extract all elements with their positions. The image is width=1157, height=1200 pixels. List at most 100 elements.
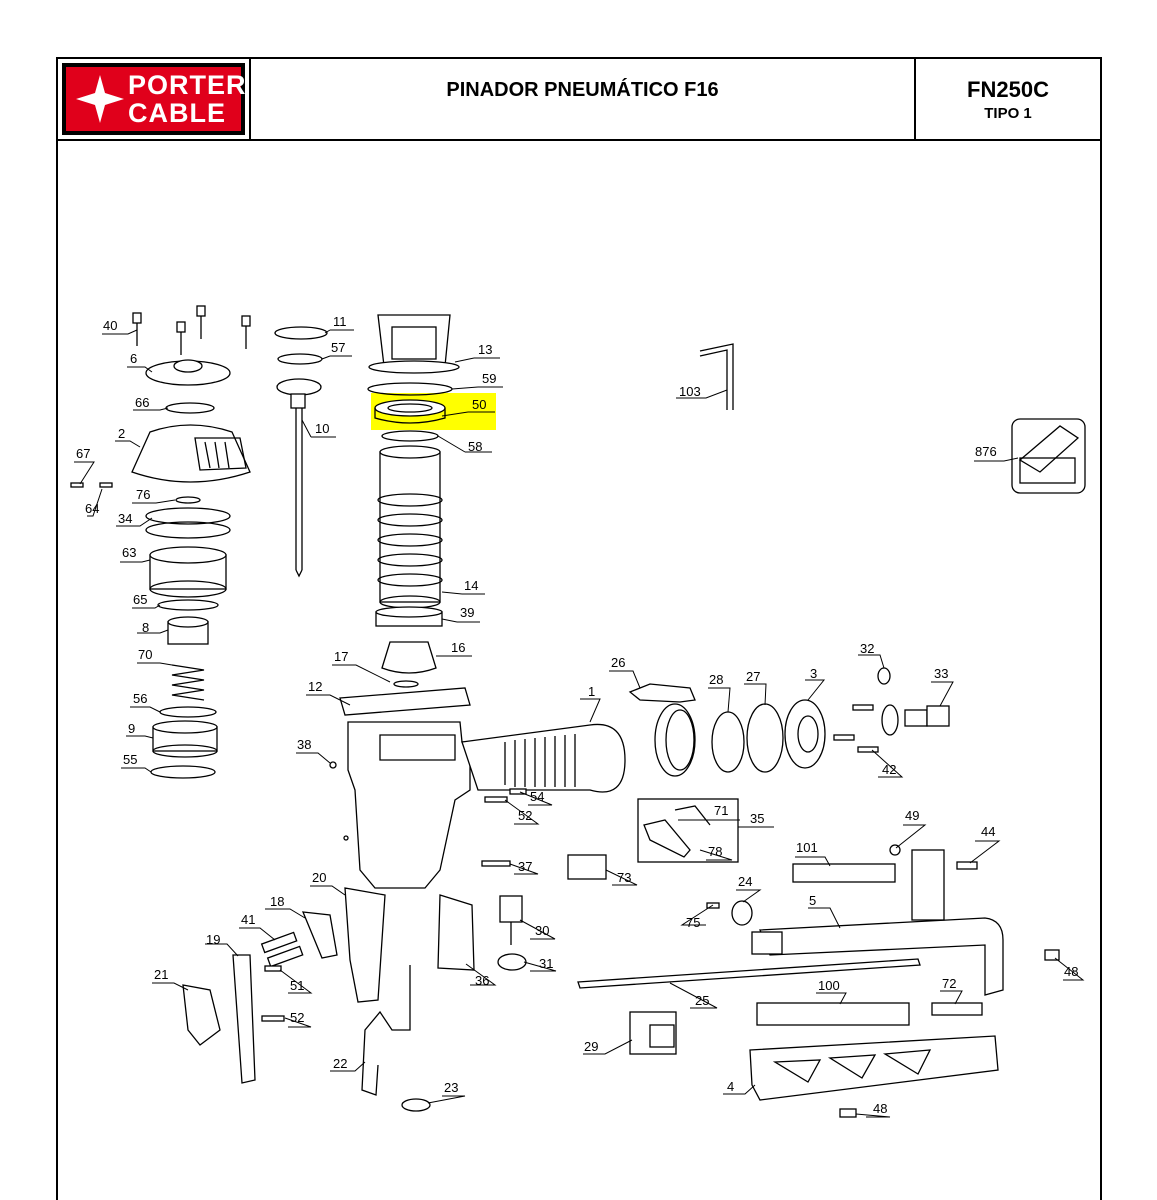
label-12: 12: [308, 679, 322, 694]
part-5-magazine: [751, 849, 1004, 996]
part-48-bottom: [839, 1108, 857, 1118]
label-26: 26: [611, 655, 625, 670]
pins-67-64: [70, 482, 113, 488]
part-14-cylinder: [377, 445, 443, 609]
label-21: 21: [154, 967, 168, 982]
label-64: 64: [85, 501, 99, 516]
title-block: PORTER CABLE PINADOR PNEUMÁTICO F16 FN25…: [58, 59, 1100, 141]
label-71: 71: [714, 803, 728, 818]
label-4: 4: [727, 1079, 734, 1094]
label-33: 33: [934, 666, 948, 681]
part-70-spring: [171, 664, 205, 701]
part-37: [481, 860, 511, 867]
label-876: 876: [975, 444, 997, 459]
sheet-frame: PORTER CABLE PINADOR PNEUMÁTICO F16 FN25…: [56, 57, 1102, 1200]
part-8: [167, 616, 209, 645]
part-4-magazine-base: [749, 1035, 999, 1101]
label-48b: 48: [873, 1101, 887, 1116]
label-40: 40: [103, 318, 117, 333]
label-57: 57: [331, 340, 345, 355]
label-58: 58: [468, 439, 482, 454]
star-icon: [76, 75, 124, 123]
label-78: 78: [708, 844, 722, 859]
part-100: [756, 1002, 910, 1026]
part-35-group: [637, 798, 739, 863]
label-101: 101: [796, 840, 818, 855]
label-34: 34: [118, 511, 132, 526]
part-63: [149, 546, 227, 598]
label-56: 56: [133, 691, 147, 706]
label-37: 37: [518, 859, 532, 874]
label-9: 9: [128, 721, 135, 736]
leader-lines: [74, 329, 1085, 1118]
part-9: [152, 720, 218, 758]
logo-text-porter: PORTER: [128, 70, 247, 100]
label-13: 13: [478, 342, 492, 357]
label-20: 20: [312, 870, 326, 885]
label-52b: 52: [290, 1010, 304, 1025]
part-19: [232, 954, 256, 1084]
screws-42: [833, 704, 879, 753]
label-75: 75: [686, 915, 700, 930]
part-31: [497, 953, 527, 971]
label-30: 30: [535, 923, 549, 938]
label-70: 70: [138, 647, 152, 662]
part-25-rail: [577, 958, 921, 989]
porter-cable-logo: PORTER CABLE: [62, 63, 247, 135]
label-19: 19: [206, 932, 220, 947]
label-50: 50: [472, 397, 486, 412]
label-18: 18: [270, 894, 284, 909]
part-3: [784, 699, 826, 769]
part-50: [374, 399, 446, 424]
part-17: [393, 680, 419, 688]
label-72: 72: [942, 976, 956, 991]
label-28: 28: [709, 672, 723, 687]
label-32: 32: [860, 641, 874, 656]
label-8: 8: [142, 620, 149, 635]
label-14: 14: [464, 578, 478, 593]
part-72: [931, 1002, 983, 1016]
part-51: [264, 965, 282, 972]
label-63: 63: [122, 545, 136, 560]
label-3: 3: [810, 666, 817, 681]
label-35: 35: [750, 811, 764, 826]
label-2: 2: [118, 426, 125, 441]
part-38: [329, 761, 337, 769]
label-29: 29: [584, 1039, 598, 1054]
label-36: 36: [475, 973, 489, 988]
label-55: 55: [123, 752, 137, 767]
page-title: PINADOR PNEUMÁTICO F16: [446, 79, 719, 101]
part-52-lower: [261, 1015, 285, 1022]
part-10-driver: [274, 326, 328, 578]
part-18: [301, 911, 338, 959]
model-cell: FN250C TIPO 1: [916, 59, 1100, 139]
label-52a: 52: [518, 808, 532, 823]
model-type: TIPO 1: [984, 105, 1032, 122]
part-24: [731, 900, 753, 926]
part-34-orings: [145, 507, 231, 539]
label-100: 100: [818, 978, 840, 993]
label-5: 5: [809, 893, 816, 908]
label-10: 10: [315, 421, 329, 436]
part-65: [157, 599, 219, 611]
label-65: 65: [133, 592, 147, 607]
part-16: [381, 641, 437, 674]
part-26-ring: [654, 703, 696, 777]
part-22-wire: [361, 965, 411, 1096]
part-101: [792, 863, 896, 883]
label-27: 27: [746, 669, 760, 684]
part-12-gasket: [339, 687, 471, 716]
label-41: 41: [241, 912, 255, 927]
part-26-hook: [628, 683, 696, 703]
label-1: 1: [588, 684, 595, 699]
part-21: [182, 984, 221, 1046]
logo-cell: PORTER CABLE: [58, 59, 251, 139]
part-44: [956, 861, 978, 870]
label-38: 38: [297, 737, 311, 752]
label-6: 6: [130, 351, 137, 366]
label-16: 16: [451, 640, 465, 655]
part-30-valve: [499, 895, 523, 945]
part-73: [567, 854, 607, 880]
label-67: 67: [76, 446, 90, 461]
part-76: [175, 496, 201, 504]
